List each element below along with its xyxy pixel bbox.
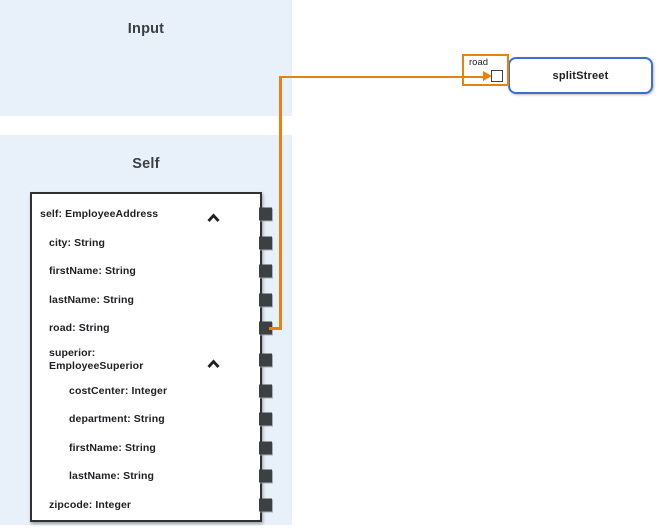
connector-handle[interactable]	[259, 353, 272, 366]
tree-row-label: firstName: String	[49, 265, 136, 278]
connector-handle[interactable]	[259, 469, 272, 483]
tree-row-label: firstName: String	[69, 441, 156, 454]
collapse-icon[interactable]	[207, 210, 220, 223]
connector-handle[interactable]	[259, 384, 272, 398]
tree-row-lastname[interactable]: lastName: String	[32, 286, 272, 315]
tree-row-superior[interactable]: superior: EmployeeSuperior	[32, 343, 272, 377]
mapping-connection-segment[interactable]	[269, 327, 281, 330]
connector-handle[interactable]	[259, 441, 272, 455]
tree-row-superior-lastname[interactable]: lastName: String	[32, 462, 272, 491]
port-square[interactable]	[491, 70, 503, 82]
function-node-splitstreet[interactable]: splitStreet	[508, 57, 653, 94]
collapse-icon[interactable]	[207, 355, 220, 368]
connector-handle[interactable]	[259, 498, 272, 512]
tree-row-zipcode[interactable]: zipcode: Integer	[32, 491, 272, 520]
tree-row-costcenter[interactable]: costCenter: Integer	[32, 377, 272, 406]
panel-self-title: Self	[132, 156, 160, 172]
connector-handle[interactable]	[259, 236, 272, 250]
tree-row-label: lastName: String	[69, 470, 155, 483]
connector-handle[interactable]	[259, 293, 272, 307]
tree-row-label: lastName: String	[49, 293, 135, 306]
schema-tree: self: EmployeeAddress city: String first…	[30, 192, 272, 522]
connector-handle[interactable]	[259, 412, 272, 426]
mapping-connection-arrow-icon	[483, 71, 492, 81]
tree-row-label: city: String	[49, 236, 106, 249]
tree-row-self[interactable]: self: EmployeeAddress	[32, 200, 272, 229]
tree-row-firstname[interactable]: firstName: String	[32, 257, 272, 286]
panel-input-title: Input	[127, 21, 165, 37]
connector-handle[interactable]	[259, 264, 272, 278]
function-input-port-road[interactable]: road	[462, 54, 509, 86]
port-label: road	[469, 57, 489, 68]
tree-row-label: costCenter: Integer	[69, 384, 168, 397]
tree-row-city[interactable]: city: String	[32, 229, 272, 258]
tree-row-department[interactable]: department: String	[32, 405, 272, 434]
tree-row-label: superior: EmployeeSuperior	[49, 346, 144, 372]
tree-row-label: road: String	[49, 322, 110, 335]
tree-row-road[interactable]: road: String	[32, 314, 272, 343]
connector-handle[interactable]	[259, 207, 272, 221]
tree-row-superior-firstname[interactable]: firstName: String	[32, 434, 272, 463]
tree-row-label: department: String	[69, 413, 165, 426]
mapping-connection-segment[interactable]	[279, 75, 485, 78]
mapping-connection-segment[interactable]	[279, 75, 282, 330]
tree-row-label: zipcode: Integer	[49, 498, 132, 511]
function-node-label: splitStreet	[552, 69, 609, 82]
panel-input: Input	[0, 0, 292, 116]
connector-handle[interactable]	[259, 321, 272, 335]
tree-row-label: self: EmployeeAddress	[40, 208, 159, 221]
